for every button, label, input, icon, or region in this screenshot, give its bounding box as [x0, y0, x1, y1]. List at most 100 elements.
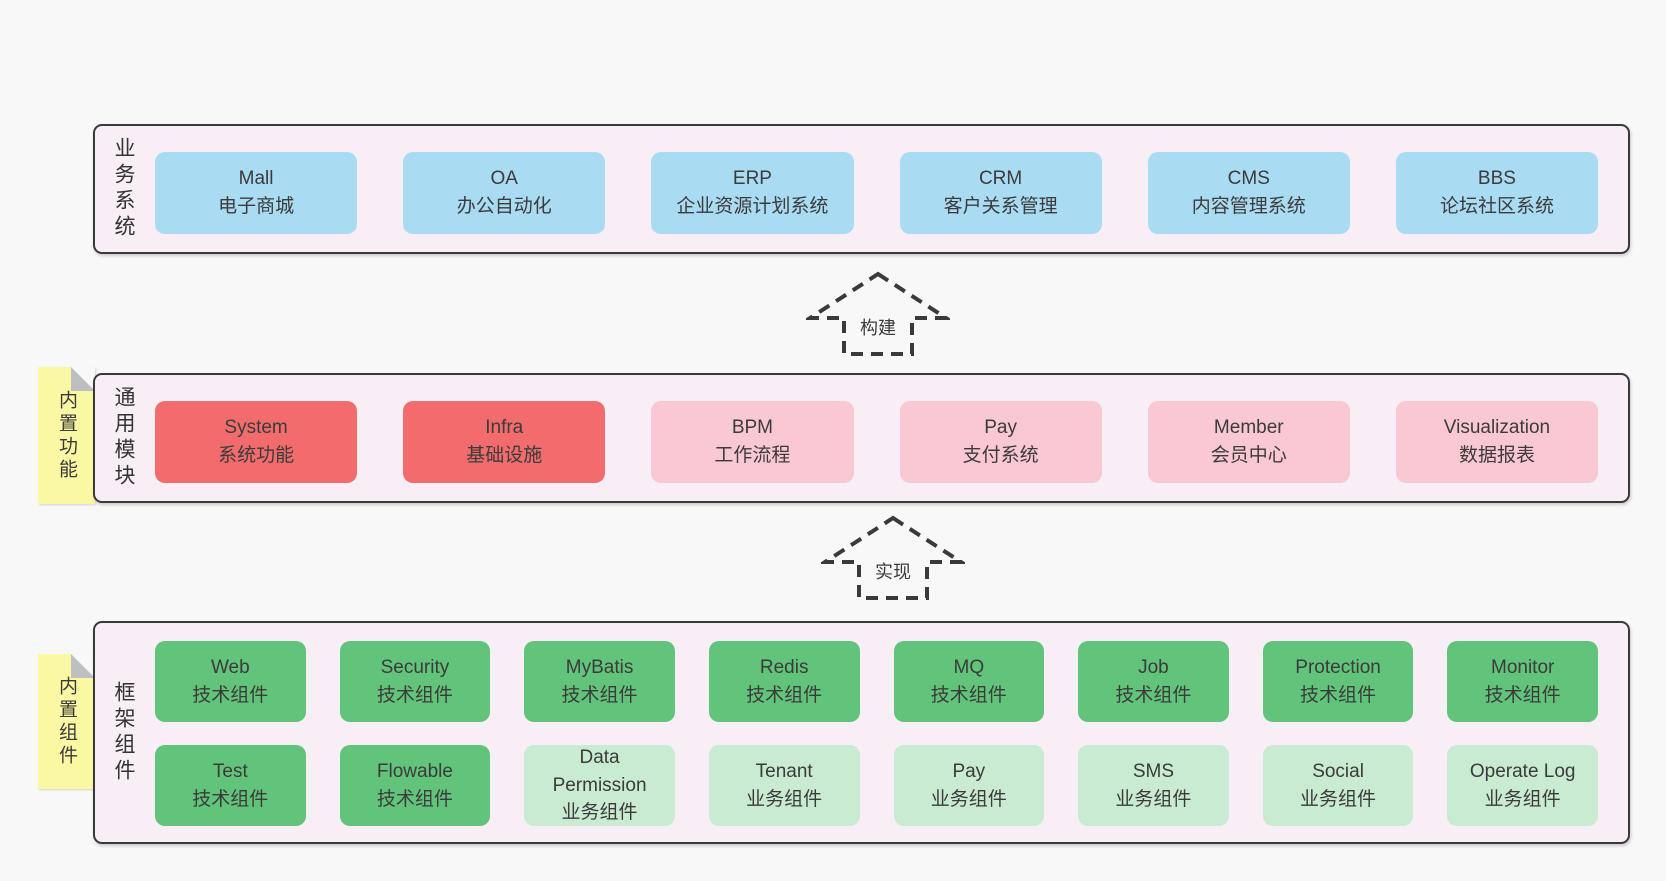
node-subtitle: 工作流程 — [714, 445, 791, 466]
node-crm: CRM 客户关系管理 — [899, 152, 1102, 234]
node-security: Security 技术组件 — [339, 641, 491, 722]
sticky-built-in-features: 内置功能 — [38, 367, 95, 504]
node-member: Member 会员中心 — [1147, 401, 1350, 483]
node-subtitle: 业务组件 — [561, 802, 638, 824]
implement-arrow-label: 实现 — [872, 558, 914, 584]
node-subtitle: 企业资源计划系统 — [676, 196, 829, 217]
node-title: Pay — [952, 760, 986, 782]
node-redis: Redis 技术组件 — [708, 641, 860, 722]
node-title: Infra — [485, 417, 524, 439]
node-flowable: Flowable 技术组件 — [339, 745, 491, 826]
node-social: Social 业务组件 — [1262, 745, 1414, 826]
node-subtitle: 技术组件 — [930, 684, 1007, 706]
node-subtitle: 数据报表 — [1458, 445, 1535, 466]
common-modules-label: 通用模块 — [112, 386, 135, 490]
node-subtitle: 论坛社区系统 — [1439, 196, 1554, 217]
dashed-up-arrow-icon — [821, 515, 965, 600]
node-title: Web — [210, 656, 250, 678]
node-subtitle: 电子商城 — [218, 196, 295, 217]
node-erp: ERP 企业资源计划系统 — [651, 152, 854, 234]
node-subtitle: 技术组件 — [746, 684, 823, 706]
business-systems-container: 业务系统 Mall 电子商城 OA 办公自动化 ERP 企业资源计划系统 CRM… — [93, 124, 1630, 254]
node-subtitle: 业务组件 — [1484, 788, 1561, 810]
node-subtitle: 业务组件 — [1115, 788, 1192, 810]
node-subtitle: 技术组件 — [1115, 684, 1192, 706]
node-title: Security — [380, 656, 450, 678]
node-subtitle: 客户关系管理 — [943, 196, 1058, 217]
node-infra: Infra 基础设施 — [403, 401, 606, 483]
business-systems-label: 业务系统 — [112, 137, 135, 241]
node-subtitle: 会员中心 — [1210, 445, 1287, 466]
framework-components-container: 框架组件 Web 技术组件 Security 技术组件 MyBatis 技术组件… — [93, 621, 1630, 844]
node-subtitle: 内容管理系统 — [1191, 196, 1306, 217]
node-title: MyBatis — [565, 656, 634, 678]
folded-corner-icon — [71, 654, 95, 678]
node-subtitle: 基础设施 — [466, 445, 543, 466]
node-title: Member — [1213, 417, 1284, 439]
node-subtitle: 业务组件 — [746, 788, 823, 810]
node-title: Mall — [238, 168, 274, 190]
framework-components-row2: Test 技术组件 Flowable 技术组件 Data Permission … — [155, 745, 1598, 826]
node-mall: Mall 电子商城 — [155, 152, 358, 234]
node-title: Monitor — [1491, 656, 1555, 678]
common-modules-container: 通用模块 System 系统功能 Infra 基础设施 BPM 工作流程 Pay… — [93, 373, 1630, 503]
node-test: Test 技术组件 — [155, 745, 306, 826]
node-title: Tenant — [755, 760, 813, 782]
node-web: Web 技术组件 — [155, 641, 306, 722]
node-visualization: Visualization 数据报表 — [1395, 401, 1599, 483]
node-title: CMS — [1227, 168, 1270, 190]
node-subtitle: 系统功能 — [218, 445, 295, 466]
node-system: System 系统功能 — [155, 401, 358, 483]
node-data-permission: Data Permission 业务组件 — [524, 745, 675, 826]
node-title: CRM — [978, 168, 1023, 190]
node-subtitle: 技术组件 — [192, 684, 269, 706]
node-subtitle: 技术组件 — [1300, 684, 1377, 706]
node-bbs: BBS 论坛社区系统 — [1395, 152, 1599, 234]
node-mq: MQ 技术组件 — [893, 641, 1045, 722]
node-title: BPM — [731, 417, 774, 439]
node-subtitle: 技术组件 — [376, 788, 453, 810]
node-title: Visualization — [1443, 417, 1551, 439]
node-title: MQ — [953, 656, 985, 678]
node-oa: OA 办公自动化 — [403, 152, 606, 234]
implement-arrow: 实现 — [821, 514, 965, 600]
node-title: Pay — [984, 417, 1017, 439]
node-title: Protection — [1295, 656, 1381, 678]
node-bpm: BPM 工作流程 — [651, 401, 854, 483]
node-monitor: Monitor 技术组件 — [1447, 641, 1598, 722]
node-subtitle: 技术组件 — [1484, 684, 1561, 706]
node-title: System — [224, 417, 288, 439]
node-cms: CMS 内容管理系统 — [1147, 152, 1350, 234]
node-title: Data Permission — [552, 747, 647, 796]
framework-components-row1: Web 技术组件 Security 技术组件 MyBatis 技术组件 Redi… — [155, 641, 1598, 722]
node-mybatis: MyBatis 技术组件 — [524, 641, 675, 722]
sticky-built-in-components: 内置组件 — [38, 654, 95, 789]
build-arrow-label: 构建 — [857, 314, 899, 340]
common-modules-row: System 系统功能 Infra 基础设施 BPM 工作流程 Pay 支付系统… — [155, 401, 1599, 483]
node-title: Social — [1312, 760, 1364, 782]
node-title: Operate Log — [1469, 760, 1576, 782]
node-subtitle: 技术组件 — [561, 684, 638, 706]
folded-corner-icon — [71, 367, 95, 391]
node-title: ERP — [732, 168, 772, 190]
node-title: OA — [490, 168, 518, 190]
node-tenant: Tenant 业务组件 — [708, 745, 860, 826]
node-title: SMS — [1132, 760, 1175, 782]
dashed-up-arrow-icon — [806, 271, 950, 356]
node-title: Test — [212, 760, 248, 782]
build-arrow: 构建 — [806, 270, 950, 356]
sticky-text: 内置功能 — [56, 389, 77, 482]
node-pay-component: Pay 业务组件 — [893, 745, 1045, 826]
node-subtitle: 支付系统 — [962, 445, 1039, 466]
node-job: Job 技术组件 — [1078, 641, 1229, 722]
node-title: Job — [1138, 656, 1169, 678]
node-subtitle: 办公自动化 — [456, 196, 552, 217]
node-title: Flowable — [376, 760, 453, 782]
node-pay-module: Pay 支付系统 — [899, 401, 1102, 483]
sticky-text: 内置组件 — [56, 675, 77, 768]
node-title: Redis — [759, 656, 809, 678]
node-operate-log: Operate Log 业务组件 — [1447, 745, 1598, 826]
node-sms: SMS 业务组件 — [1078, 745, 1229, 826]
framework-components-label: 框架组件 — [112, 680, 135, 785]
node-subtitle: 业务组件 — [930, 788, 1007, 810]
